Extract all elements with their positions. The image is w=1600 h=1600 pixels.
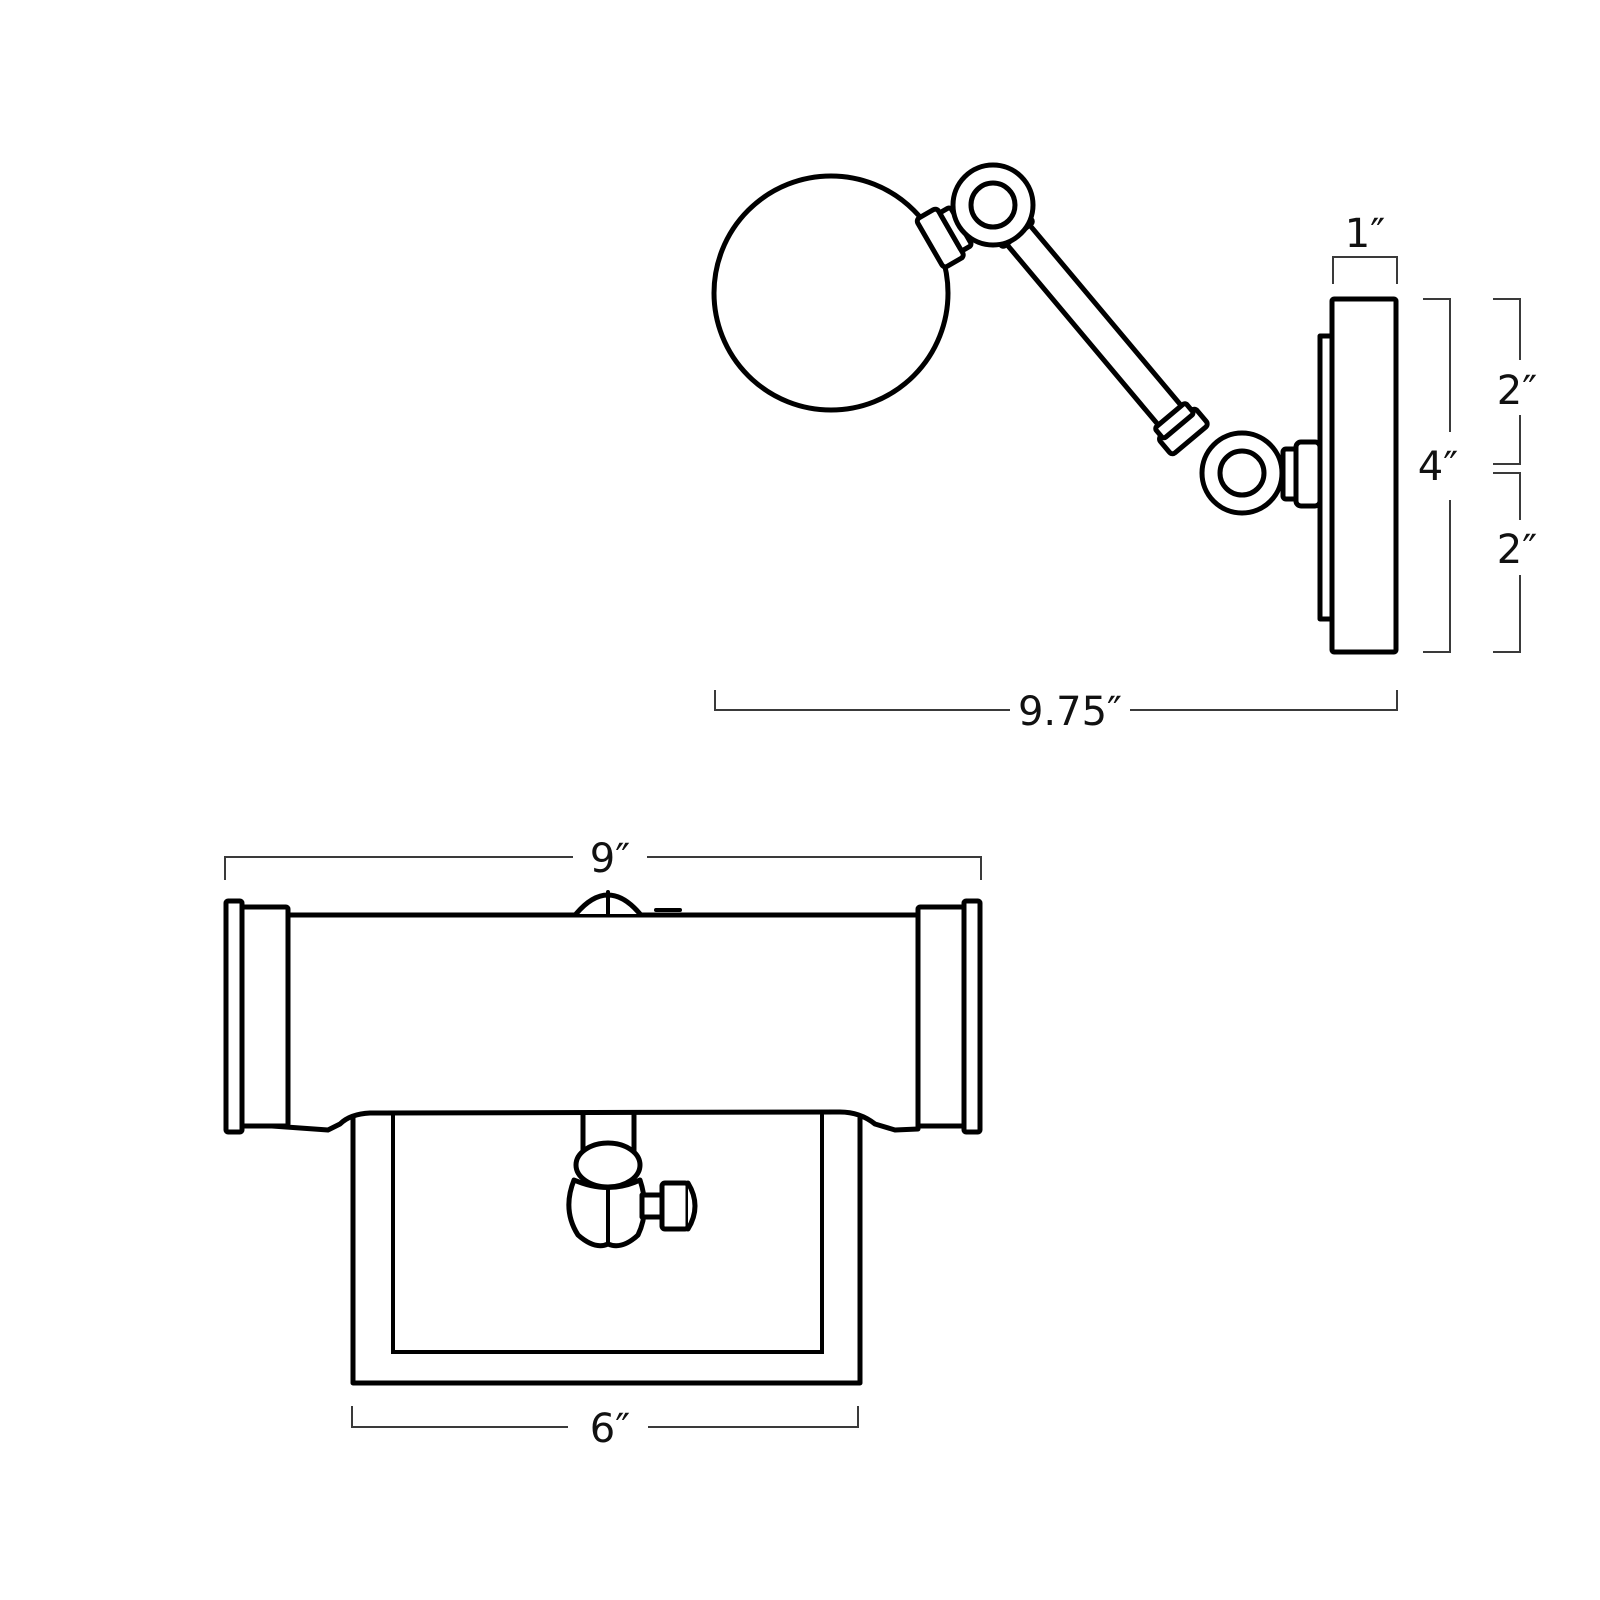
- dimension-overall-extension: 9.75″: [714, 689, 1398, 735]
- dimension-lower-half: 2″: [1493, 472, 1537, 653]
- lower-collar: [1280, 439, 1323, 509]
- dimension-label-lower-half: 2″: [1497, 527, 1537, 573]
- left-end-cap: [223, 898, 291, 1135]
- wall-backplate-front: [350, 1113, 863, 1386]
- side-view: 1″ 4″ 2″ 2″ 9.75″: [711, 162, 1537, 735]
- dimension-upper-half: 2″: [1493, 298, 1537, 465]
- dimension-label-depth: 1″: [1345, 211, 1385, 257]
- dimension-backplate-width: 6″: [351, 1406, 859, 1452]
- cylinder-shade: [255, 890, 921, 1133]
- adjustment-knob: [639, 1180, 698, 1232]
- globe-shade: [711, 173, 951, 413]
- wall-backplate-side: [1317, 296, 1399, 655]
- dimension-label-backplate-width: 6″: [590, 1406, 630, 1452]
- swivel-joint: [566, 1107, 647, 1249]
- dimension-depth: 1″: [1332, 211, 1398, 284]
- front-view: 9″ 6″: [223, 836, 983, 1452]
- dimension-label-overall-extension: 9.75″: [1018, 689, 1122, 735]
- dimension-label-upper-half: 2″: [1497, 368, 1537, 414]
- upper-collar: [914, 205, 974, 270]
- dimension-shade-width: 9″: [224, 836, 982, 882]
- dimension-height: 4″: [1418, 298, 1458, 653]
- dimension-label-height: 4″: [1418, 444, 1458, 490]
- right-end-cap: [915, 898, 983, 1135]
- lower-swivel-knuckle: [1199, 430, 1285, 516]
- dimension-label-shade-width: 9″: [590, 836, 630, 882]
- upper-swivel-knuckle: [950, 162, 1036, 248]
